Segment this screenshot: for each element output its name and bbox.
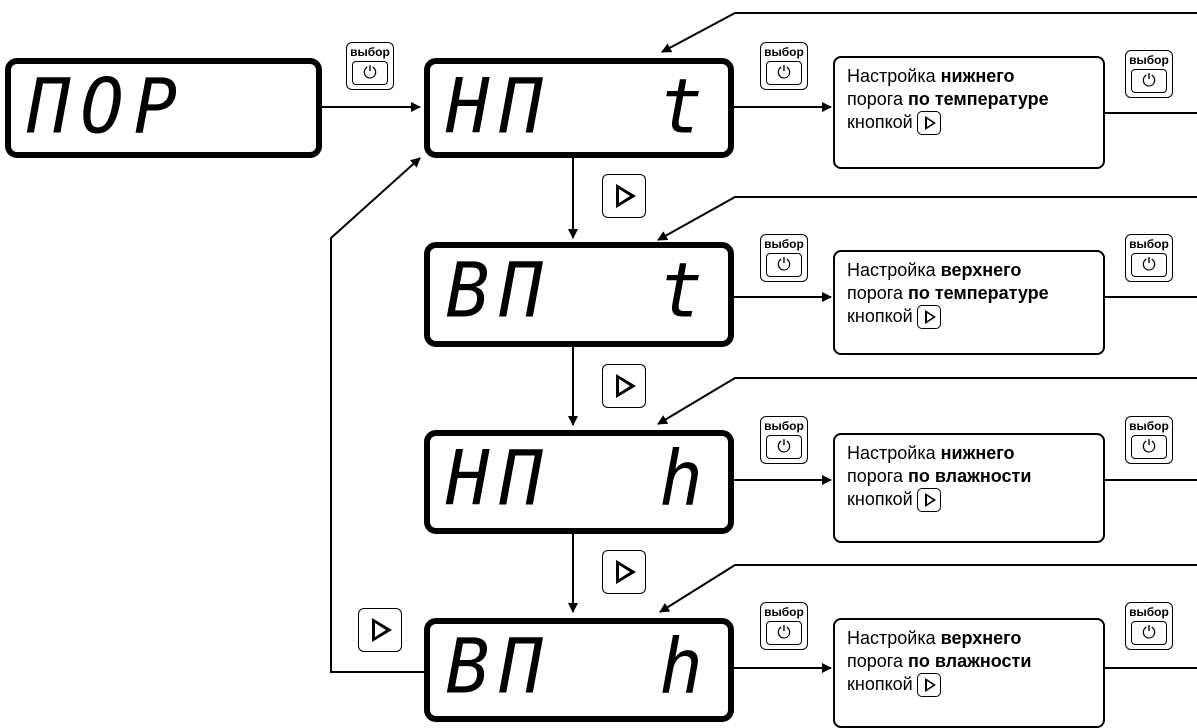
box-param: по температуре bbox=[907, 283, 1049, 303]
next-button[interactable] bbox=[602, 364, 646, 408]
power-icon: ⏻ bbox=[766, 61, 802, 85]
setting-box-lower-humidity: Настройка нижнего порога по влажности кн… bbox=[833, 433, 1105, 543]
power-icon: ⏻ bbox=[766, 435, 802, 459]
box-suffix: кнопкой bbox=[847, 306, 913, 326]
display-text: НП t bbox=[446, 61, 713, 151]
box-level: нижнего bbox=[940, 443, 1015, 463]
box-mid: порога bbox=[847, 283, 908, 303]
next-button[interactable] bbox=[602, 550, 646, 594]
select-button[interactable]: выбор ⏻ bbox=[1125, 234, 1173, 282]
select-label: выбор bbox=[764, 237, 804, 251]
next-button[interactable] bbox=[602, 174, 646, 218]
box-suffix: кнопкой bbox=[847, 674, 913, 694]
select-button[interactable]: выбор ⏻ bbox=[760, 234, 808, 282]
power-icon: ⏻ bbox=[1131, 69, 1167, 93]
box-mid: порога bbox=[847, 466, 908, 486]
select-button[interactable]: выбор ⏻ bbox=[760, 602, 808, 650]
select-label: выбор bbox=[1129, 237, 1169, 251]
select-button[interactable]: выбор ⏻ bbox=[760, 416, 808, 464]
select-label: выбор bbox=[1129, 605, 1169, 619]
box-mid: порога bbox=[847, 89, 908, 109]
display-vh: ВП h bbox=[424, 618, 734, 722]
select-label: выбор bbox=[764, 605, 804, 619]
display-menu: ПОР bbox=[5, 58, 322, 158]
setting-box-upper-temp: Настройка верхнего порога по температуре… bbox=[833, 250, 1105, 355]
select-label: выбор bbox=[1129, 419, 1169, 433]
power-icon: ⏻ bbox=[1131, 435, 1167, 459]
select-label: выбор bbox=[1129, 53, 1169, 67]
display-text: ВП t bbox=[446, 245, 713, 335]
select-button[interactable]: выбор ⏻ bbox=[1125, 50, 1173, 98]
display-text: ВП h bbox=[446, 621, 713, 711]
power-icon: ⏻ bbox=[1131, 621, 1167, 645]
box-suffix: кнопкой bbox=[847, 112, 913, 132]
power-icon: ⏻ bbox=[766, 253, 802, 277]
box-level: верхнего bbox=[940, 628, 1022, 648]
select-button[interactable]: выбор ⏻ bbox=[760, 42, 808, 90]
power-icon: ⏻ bbox=[766, 621, 802, 645]
box-param: по влажности bbox=[907, 651, 1032, 671]
box-param: по влажности bbox=[907, 466, 1032, 486]
display-text: ПОР bbox=[27, 61, 188, 151]
select-label: выбор bbox=[764, 45, 804, 59]
box-level: нижнего bbox=[940, 66, 1015, 86]
display-nt: НП t bbox=[424, 58, 734, 158]
box-mid: порога bbox=[847, 651, 908, 671]
triangle-right-icon bbox=[916, 305, 941, 330]
power-icon: ⏻ bbox=[352, 61, 388, 85]
box-level: верхнего bbox=[940, 260, 1022, 280]
box-prefix: Настройка bbox=[847, 628, 941, 648]
display-vt: ВП t bbox=[424, 242, 734, 347]
select-button[interactable]: выбор ⏻ bbox=[1125, 416, 1173, 464]
select-button[interactable]: выбор ⏻ bbox=[1125, 602, 1173, 650]
setting-box-upper-humidity: Настройка верхнего порога по влажности к… bbox=[833, 618, 1105, 728]
display-nh: НП h bbox=[424, 430, 734, 534]
select-label: выбор bbox=[350, 45, 390, 59]
box-prefix: Настройка bbox=[847, 260, 941, 280]
display-text: НП h bbox=[446, 433, 713, 523]
select-label: выбор bbox=[764, 419, 804, 433]
triangle-right-icon bbox=[916, 111, 941, 136]
box-prefix: Настройка bbox=[847, 443, 941, 463]
power-icon: ⏻ bbox=[1131, 253, 1167, 277]
box-suffix: кнопкой bbox=[847, 489, 913, 509]
next-button[interactable] bbox=[358, 608, 402, 652]
triangle-right-icon bbox=[916, 488, 941, 513]
box-param: по температуре bbox=[907, 89, 1049, 109]
select-button[interactable]: выбор ⏻ bbox=[346, 42, 394, 90]
box-prefix: Настройка bbox=[847, 66, 941, 86]
triangle-right-icon bbox=[916, 673, 941, 698]
setting-box-lower-temp: Настройка нижнего порога по температуре … bbox=[833, 56, 1105, 169]
